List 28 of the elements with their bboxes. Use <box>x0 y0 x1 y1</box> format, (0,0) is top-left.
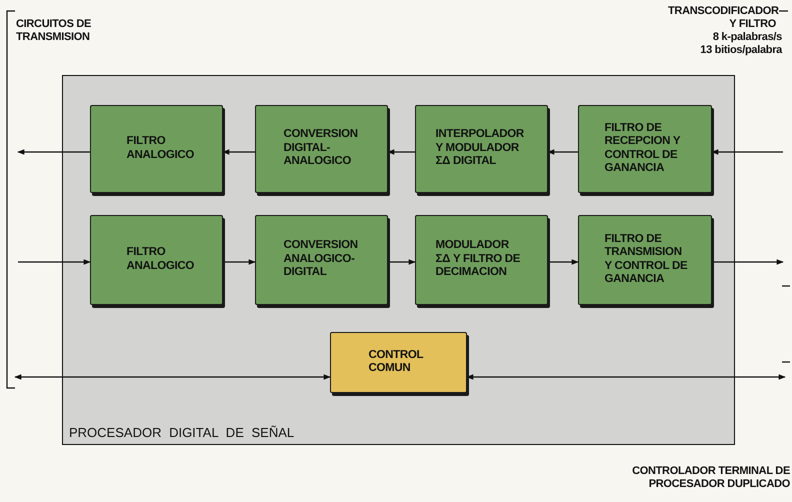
rate-note: 13 bitios/palabra <box>699 44 782 56</box>
arrow <box>222 149 255 155</box>
arrow <box>547 149 578 155</box>
arrow <box>387 149 415 155</box>
arrow <box>466 374 786 380</box>
box-label: CONTROL COMUN <box>368 348 424 376</box>
arrow <box>711 149 783 155</box>
arrow <box>712 259 784 265</box>
box-label: FILTRO ANALOGICO <box>126 135 196 162</box>
box-label: FILTRO ANALOGICO <box>126 246 196 273</box>
arrow <box>18 259 91 265</box>
box-label: INTERPOLADOR Y MODULADOR ΣΔ DIGITAL <box>436 128 524 169</box>
interface-label: CIRCUITOS DE TRANSMISION <box>16 18 92 43</box>
box-label: MODULADOR ΣΔ Y FILTRO DE DECIMACION <box>436 239 522 280</box>
arrow <box>223 259 256 265</box>
processor-panel <box>62 75 735 445</box>
rate-note: 8 k-palabras/s <box>712 31 782 44</box>
interface-label: TRANSCODIFICADOR Y FILTRO <box>668 5 776 30</box>
box-label: FILTRO DE RECEPCION Y CONTROL DE GANANCIA <box>604 122 682 176</box>
box-label: CONVERSION DIGITAL-ANALOGICO <box>284 128 359 169</box>
panel-title: PROCESADOR DIGITAL DE SEÑAL <box>69 425 294 440</box>
arrow <box>17 149 90 155</box>
interface-label: CONTROLADOR TERMINAL DE PROCESADOR DUPLICADO <box>631 465 790 490</box>
arrow <box>14 374 331 380</box>
box-label: FILTRO DE TRANSMISION Y CONTROL DE GANANCIA <box>604 232 688 286</box>
arrow <box>548 259 579 265</box>
box-label: CONVERSION ANALOGICO-DIGITAL <box>284 239 359 280</box>
arrow <box>388 259 416 265</box>
